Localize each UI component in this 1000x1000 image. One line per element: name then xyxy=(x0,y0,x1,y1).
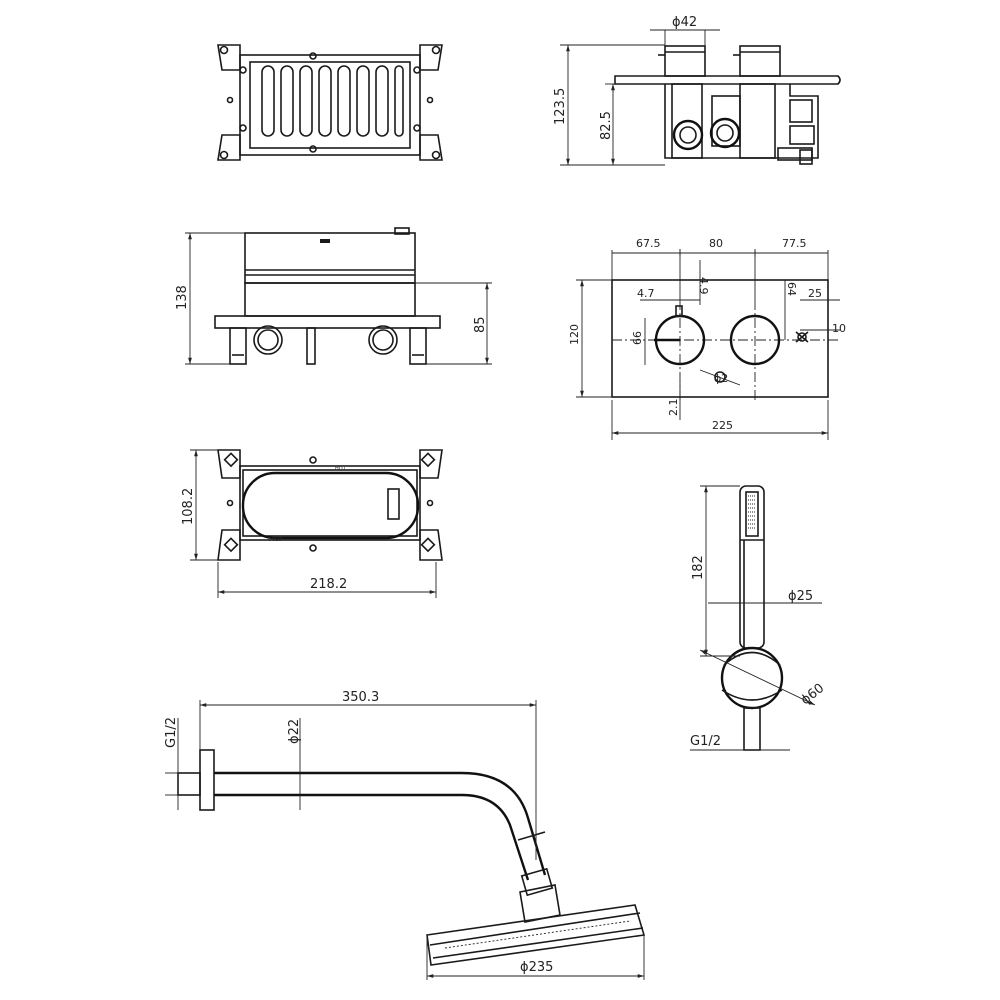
shower-arm-dimensions: 350.3 G1/2 ϕ22 ϕ235 xyxy=(164,690,645,980)
box-height-total-label: 138 xyxy=(175,285,190,310)
plate-width-label: 225 xyxy=(712,419,733,432)
plate-seg-left-label: 67.5 xyxy=(636,237,661,250)
plate-seg-mid-label: 80 xyxy=(709,237,723,250)
valve-height-total-label: 123.5 xyxy=(553,88,568,125)
hand-shower-view xyxy=(720,485,784,751)
plate-hole-dia-label: ϕ2 xyxy=(714,372,728,385)
plate-d-10-label: 10 xyxy=(832,322,846,335)
head-dia-label: ϕ235 xyxy=(520,960,553,975)
plate-height-label: 120 xyxy=(568,324,581,345)
plate-d-4-9-label: 4.9 xyxy=(697,277,710,295)
cover-plate-dimensions: 67.5 80 77.5 4.9 4.7 64 25 10 66 120 ϕ2 … xyxy=(568,237,846,440)
shower-head-view xyxy=(426,904,646,966)
frame-cold-label: COLD xyxy=(268,537,282,543)
handshower-thread-label: G1/2 xyxy=(690,734,721,749)
valve-side-view xyxy=(614,45,841,165)
valve-height-body-label: 82.5 xyxy=(599,111,614,140)
arm-thread-label: G1/2 xyxy=(164,717,179,748)
box-height-body-label: 85 xyxy=(473,316,488,333)
valve-knob-dia-label: ϕ42 xyxy=(672,15,697,30)
frame-dimensions: 108.2 218.2 xyxy=(181,449,437,598)
frame-width-label: 218.2 xyxy=(310,577,347,592)
arm-dia-label: ϕ22 xyxy=(287,719,302,744)
plate-d-66-label: 66 xyxy=(631,331,644,345)
plate-d-64-label: 64 xyxy=(785,282,798,296)
plate-seg-right-label: 77.5 xyxy=(782,237,807,250)
frame-height-label: 108.2 xyxy=(181,488,196,525)
cover-plate-view xyxy=(611,279,840,400)
frame-front-view: HOT COLD xyxy=(217,449,443,561)
arm-length-label: 350.3 xyxy=(342,690,379,705)
plate-d-4-7-label: 4.7 xyxy=(637,287,655,300)
plate-d-25-label: 25 xyxy=(808,287,822,300)
plate-d-2-1-label: 2.1 xyxy=(667,399,680,417)
shower-arm-view xyxy=(177,749,561,923)
frame-hot-label: HOT xyxy=(335,466,347,472)
handshower-dia-label: ϕ25 xyxy=(788,589,813,604)
valve-dimensions: ϕ42 123.5 82.5 xyxy=(553,15,720,166)
box-side-view xyxy=(214,227,441,365)
frame-top-view xyxy=(217,44,443,161)
handshower-length-label: 182 xyxy=(691,555,706,580)
box-dimensions: 138 85 xyxy=(175,232,492,365)
